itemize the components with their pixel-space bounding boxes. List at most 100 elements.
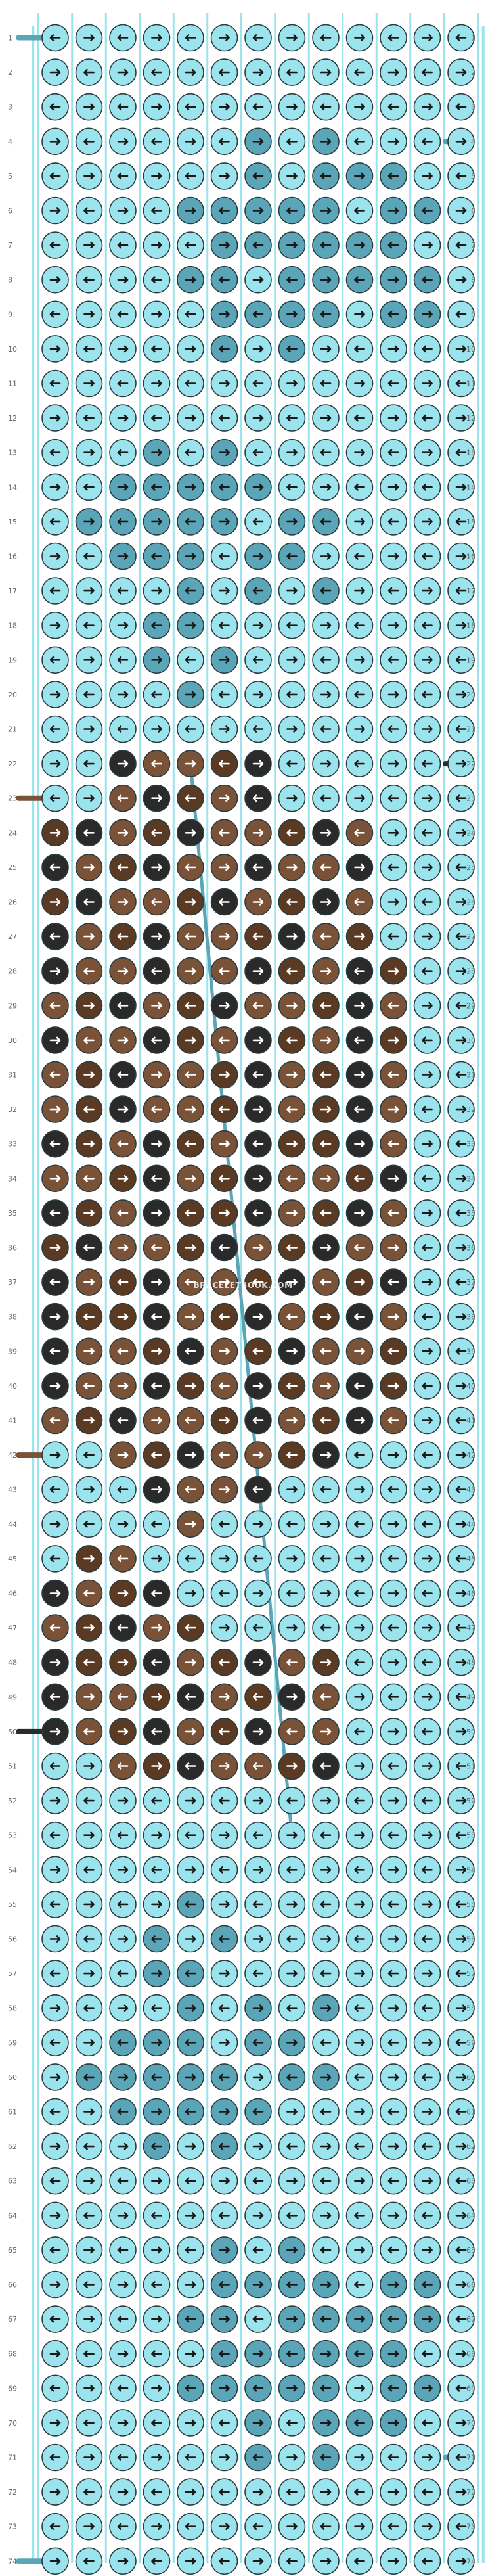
knot — [244, 1441, 272, 1469]
knot — [244, 473, 272, 501]
arrow-right-icon — [252, 345, 264, 353]
knot — [143, 2409, 171, 2437]
arrow-left-icon — [49, 449, 61, 456]
arrow-right-icon — [422, 1900, 433, 1908]
knot — [278, 1787, 306, 1814]
arrow-right-icon — [320, 1036, 332, 1044]
arrow-left-icon — [252, 587, 264, 595]
arrow-left-icon — [151, 2004, 162, 2012]
row-number-label: 9 — [471, 310, 475, 319]
arrow-left-icon — [151, 2281, 162, 2288]
arrow-left-icon — [49, 2454, 61, 2461]
arrow-left-icon — [387, 241, 399, 249]
knot — [312, 854, 340, 881]
row-number-label: 24 — [8, 829, 17, 837]
knot — [278, 2512, 306, 2541]
knot — [278, 1683, 306, 1711]
arrow-left-icon — [422, 622, 433, 629]
arrow-right-icon — [252, 1313, 264, 1320]
knot — [312, 1268, 340, 1296]
row-number-label: 21 — [466, 725, 475, 734]
knot — [413, 1372, 441, 1400]
arrow-left-icon — [185, 2385, 196, 2392]
arrow-right-icon — [49, 1659, 61, 1666]
arrow-right-icon — [185, 760, 196, 768]
arrow-right-icon — [286, 1278, 298, 1286]
knot — [210, 1787, 238, 1814]
knot — [177, 1441, 204, 1469]
row-number-label: 30 — [466, 1036, 475, 1045]
knot — [41, 369, 69, 398]
knot — [109, 1856, 137, 1884]
knot — [177, 1095, 204, 1123]
knot — [345, 2029, 374, 2057]
arrow-left-icon — [49, 2315, 61, 2323]
arrow-left-icon — [117, 1693, 129, 1701]
arrow-left-icon — [252, 656, 264, 664]
arrow-left-icon — [387, 1002, 399, 1009]
knot — [177, 1579, 204, 1607]
arrow-right-icon — [354, 103, 365, 110]
knot — [447, 2270, 475, 2299]
row-number-label: 44 — [466, 1520, 475, 1529]
arrow-left-icon — [219, 553, 230, 560]
knot — [380, 335, 407, 363]
knot — [210, 1095, 238, 1123]
arrow-left-icon — [455, 241, 467, 249]
arrow-left-icon — [49, 932, 61, 940]
knot — [278, 438, 306, 467]
arrow-left-icon — [286, 1797, 298, 1805]
arrow-left-icon — [151, 1036, 162, 1044]
arrow-left-icon — [286, 1659, 298, 1666]
arrow-left-icon — [117, 1624, 129, 1632]
arrow-right-icon — [83, 241, 95, 249]
arrow-left-icon — [286, 691, 298, 699]
knot — [244, 611, 272, 639]
row-number-label: 2 — [471, 68, 475, 77]
knot — [109, 646, 137, 674]
arrow-left-icon — [117, 863, 129, 871]
arrow-left-icon — [49, 1071, 61, 1078]
arrow-right-icon — [83, 1831, 95, 1839]
arrow-right-icon — [151, 103, 162, 110]
knot — [413, 231, 441, 259]
knot — [312, 1406, 340, 1435]
arrow-right-icon — [49, 2558, 61, 2565]
knot — [177, 93, 204, 121]
arrow-right-icon — [320, 1244, 332, 1251]
knot — [345, 265, 374, 294]
arrow-left-icon — [320, 2523, 332, 2530]
knot — [447, 1718, 475, 1745]
arrow-left-icon — [252, 2039, 264, 2046]
arrow-right-icon — [151, 2523, 162, 2530]
arrow-right-icon — [117, 967, 129, 975]
knot — [143, 58, 171, 86]
arrow-left-icon — [354, 2281, 365, 2288]
arrow-right-icon — [320, 2281, 332, 2288]
arrow-right-icon — [151, 172, 162, 180]
arrow-right-icon — [387, 1313, 399, 1320]
arrow-right-icon — [387, 1521, 399, 1528]
knot — [143, 2236, 171, 2264]
arrow-left-icon — [422, 484, 433, 491]
knot — [143, 2201, 171, 2230]
arrow-left-icon — [219, 1382, 230, 1390]
arrow-right-icon — [286, 863, 298, 871]
arrow-right-icon — [455, 1244, 467, 1251]
knot — [41, 473, 69, 501]
arrow-right-icon — [252, 1105, 264, 1113]
arrow-left-icon — [354, 1659, 365, 1666]
arrow-right-icon — [83, 1900, 95, 1908]
arrow-right-icon — [252, 622, 264, 629]
arrow-left-icon — [252, 1140, 264, 1147]
arrow-left-icon — [252, 34, 264, 41]
knot — [244, 335, 272, 363]
knot — [345, 335, 374, 363]
arrow-left-icon — [151, 2558, 162, 2565]
knot — [312, 1925, 340, 1953]
arrow-left-icon — [387, 34, 399, 41]
arrow-left-icon — [320, 725, 332, 733]
knot — [109, 681, 137, 708]
arrow-left-icon — [49, 1209, 61, 1217]
arrow-right-icon — [252, 276, 264, 283]
